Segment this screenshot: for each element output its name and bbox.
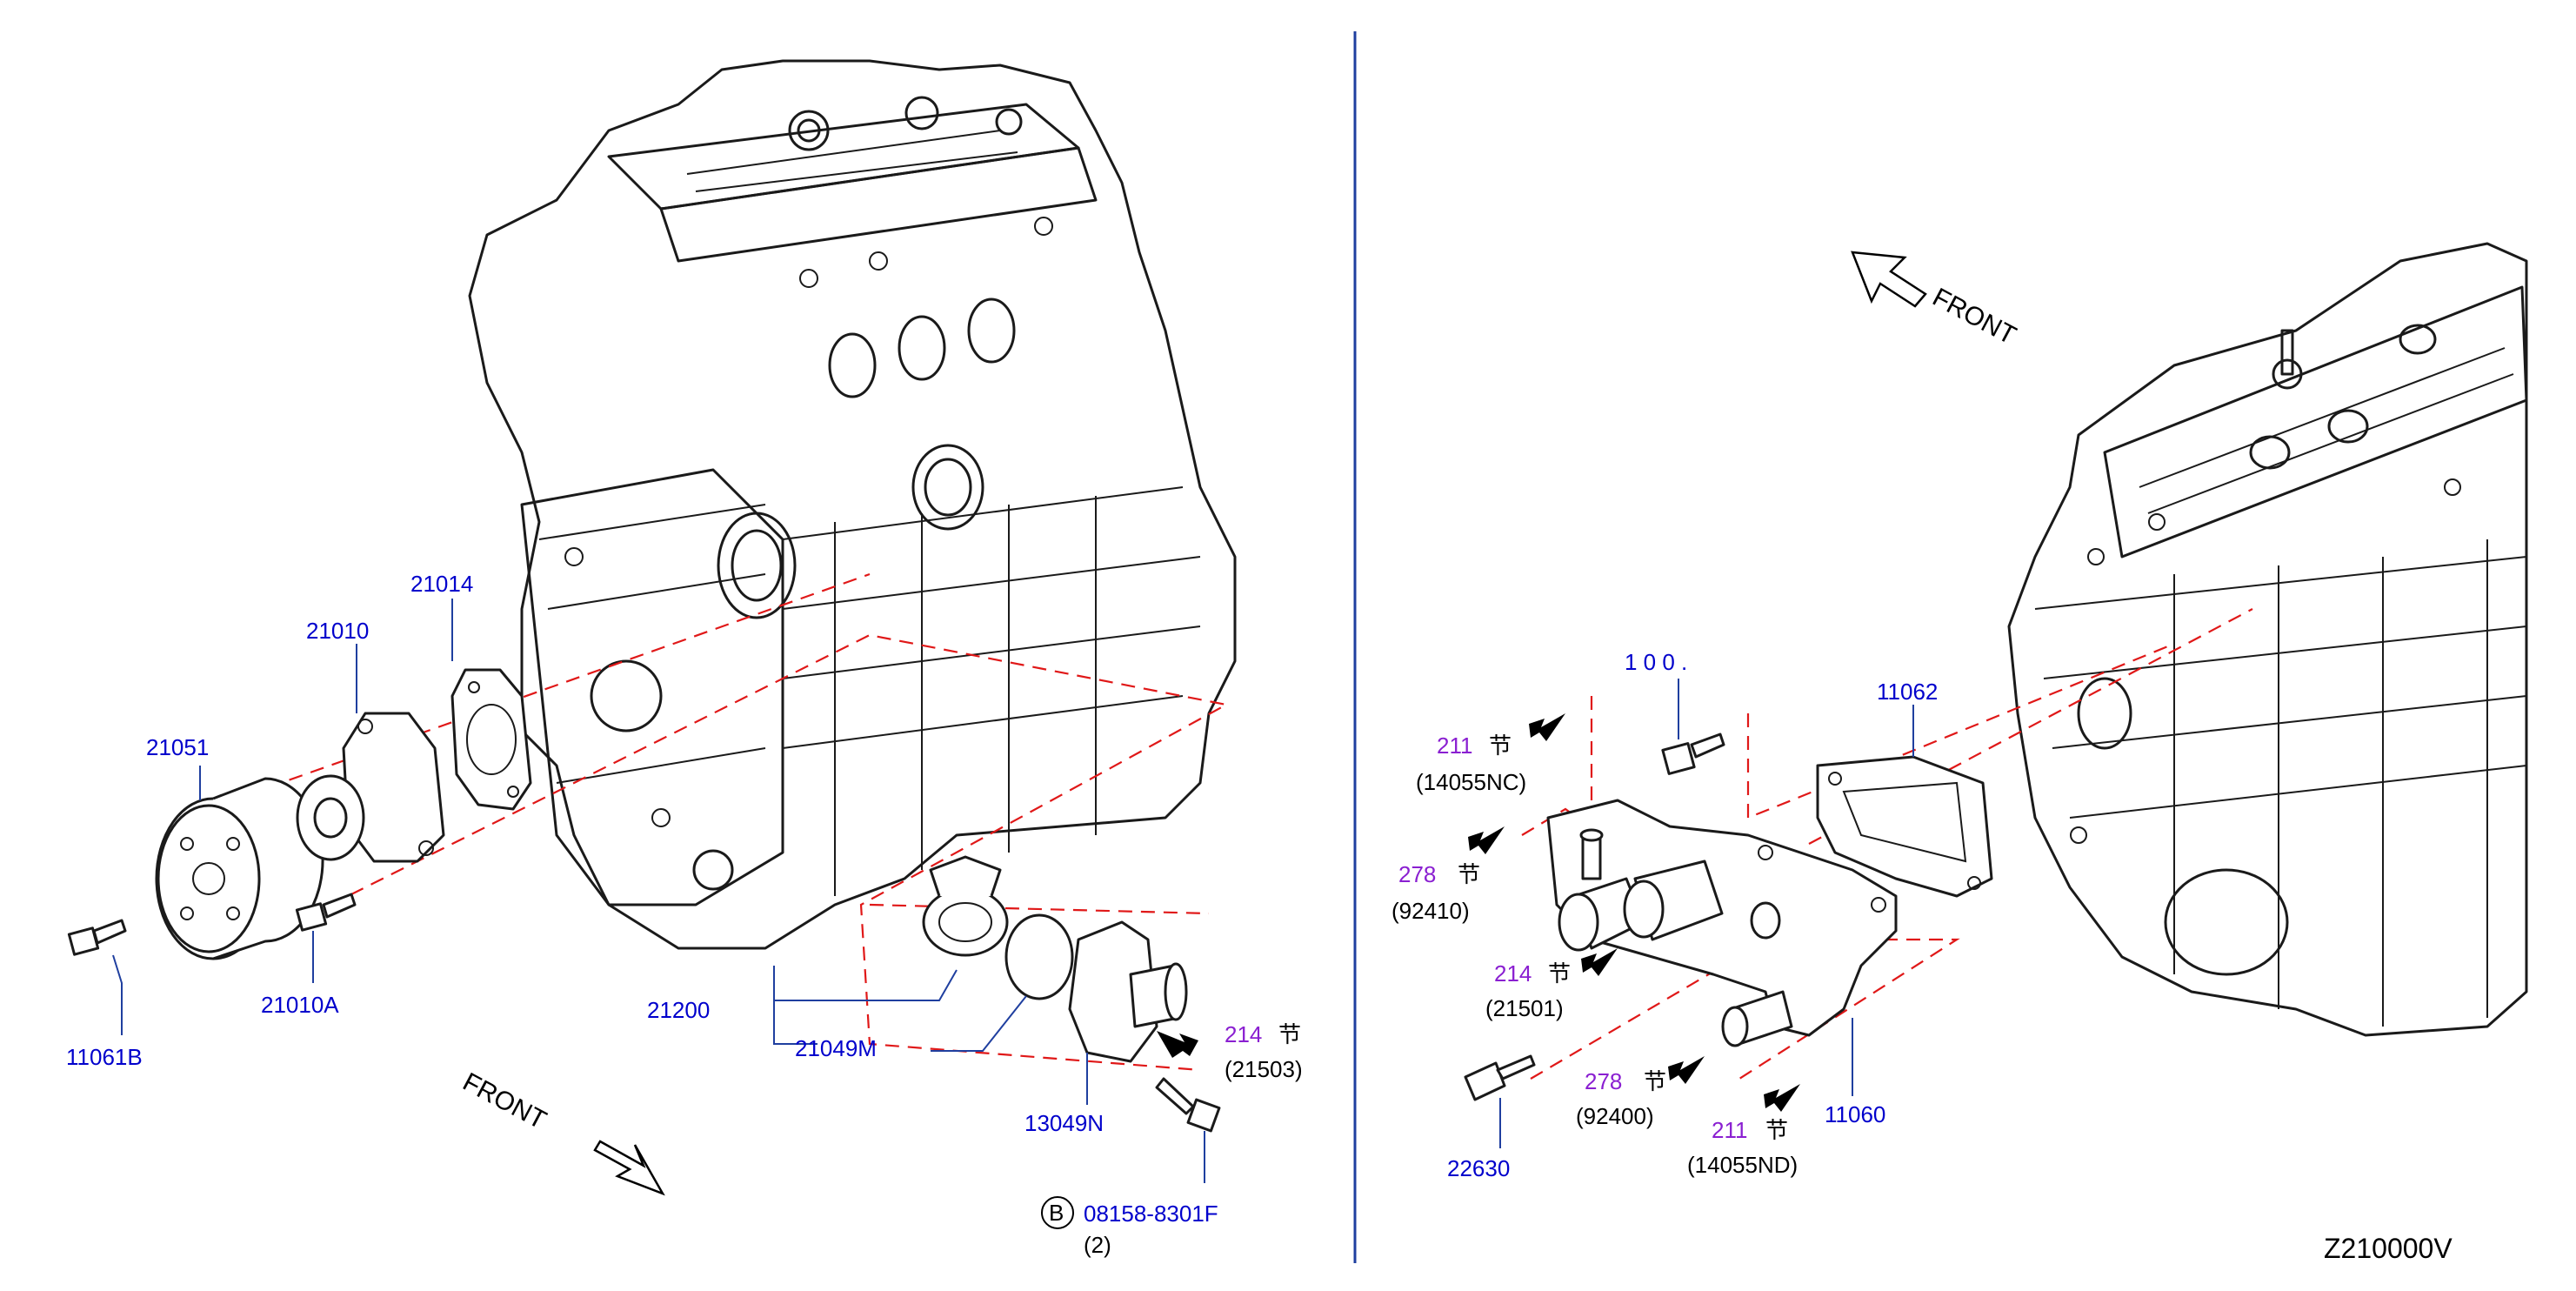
ref-278-b-mark: 节 xyxy=(1644,1069,1666,1095)
label-top-part[interactable]: 1 0 0 . xyxy=(1625,649,1687,675)
right-leaders xyxy=(1499,679,1914,1148)
label-21014[interactable]: 21014 xyxy=(410,571,473,597)
thermostat-21200[interactable] xyxy=(922,855,1009,957)
gasket-21014[interactable] xyxy=(450,668,532,811)
front-label-left: FRONT xyxy=(458,1067,551,1135)
bolt-top[interactable] xyxy=(1661,732,1725,775)
gasket-21049m[interactable] xyxy=(1004,913,1074,1000)
ref-211-b-code: (14055ND) xyxy=(1687,1152,1798,1178)
right-ref-arrows xyxy=(1468,713,1800,1112)
gasket-11062[interactable] xyxy=(1816,755,1993,898)
label-21200[interactable]: 21200 xyxy=(647,997,710,1023)
ref-211-a-section[interactable]: 211 xyxy=(1437,732,1472,759)
label-08158-8301f[interactable]: 08158-8301F xyxy=(1084,1201,1218,1227)
ref-214-right-section[interactable]: 214 xyxy=(1494,960,1532,987)
left-engine-block xyxy=(468,59,1237,950)
ref-214-right-mark: 节 xyxy=(1548,961,1571,987)
bolt-08158-8301f[interactable] xyxy=(1155,1077,1221,1133)
ref-278-b-section[interactable]: 278 xyxy=(1585,1068,1622,1094)
bolt-11061b[interactable] xyxy=(67,919,127,956)
pulley-21051[interactable] xyxy=(155,777,324,960)
ref-278-b-code: (92400) xyxy=(1576,1103,1654,1129)
ref-214-left-mark: 节 xyxy=(1278,1022,1301,1048)
bolt-badge xyxy=(1041,1196,1074,1229)
o-ring[interactable] xyxy=(1750,901,1781,940)
ref-214-right-code: (21501) xyxy=(1485,995,1564,1021)
label-13049n[interactable]: 13049N xyxy=(1024,1110,1104,1136)
bolt-badge-letter: B xyxy=(1049,1200,1064,1226)
ref-214-left-code: (21503) xyxy=(1225,1056,1303,1082)
ref-211-b-mark: 节 xyxy=(1765,1118,1788,1144)
temperature-sensor-22630[interactable] xyxy=(1464,1054,1536,1101)
ref-211-a-code: (14055NC) xyxy=(1416,769,1526,795)
water-inlet-13049n[interactable] xyxy=(1068,920,1188,1063)
ref-211-b-section[interactable]: 211 xyxy=(1712,1117,1747,1143)
left-alignment-lines xyxy=(182,572,1230,1072)
front-label-right: FRONT xyxy=(1928,283,2021,351)
front-arrow-left xyxy=(593,1140,665,1196)
ref-278-a-section[interactable]: 278 xyxy=(1398,861,1436,887)
ref-211-a-mark: 节 xyxy=(1489,733,1512,759)
front-arrow-right xyxy=(1851,251,1927,308)
ref-214-left-section[interactable]: 214 xyxy=(1225,1021,1262,1047)
water-pump-21010[interactable] xyxy=(296,712,445,863)
label-21049m[interactable]: 21049M xyxy=(795,1035,877,1061)
water-outlet-housing-11060[interactable] xyxy=(1546,799,1898,1047)
diagram-code: Z210000V xyxy=(2324,1233,2453,1264)
arrow-21503 xyxy=(1157,1031,1198,1058)
ref-278-a-mark: 节 xyxy=(1458,862,1480,888)
ref-278-a-code: (92410) xyxy=(1391,898,1470,924)
label-21010a[interactable]: 21010A xyxy=(261,992,339,1018)
label-11061b[interactable]: 11061B xyxy=(66,1044,143,1070)
label-22630[interactable]: 22630 xyxy=(1447,1155,1510,1181)
left-leaders xyxy=(112,599,1205,1183)
label-11060[interactable]: 11060 xyxy=(1825,1101,1885,1127)
label-21051[interactable]: 21051 xyxy=(146,734,209,760)
right-engine-block xyxy=(2007,242,2528,1037)
label-21010[interactable]: 21010 xyxy=(306,618,369,644)
bolt-21010a[interactable] xyxy=(295,893,357,932)
label-11062[interactable]: 11062 xyxy=(1877,679,1938,705)
label-qty: (2) xyxy=(1084,1232,1111,1258)
